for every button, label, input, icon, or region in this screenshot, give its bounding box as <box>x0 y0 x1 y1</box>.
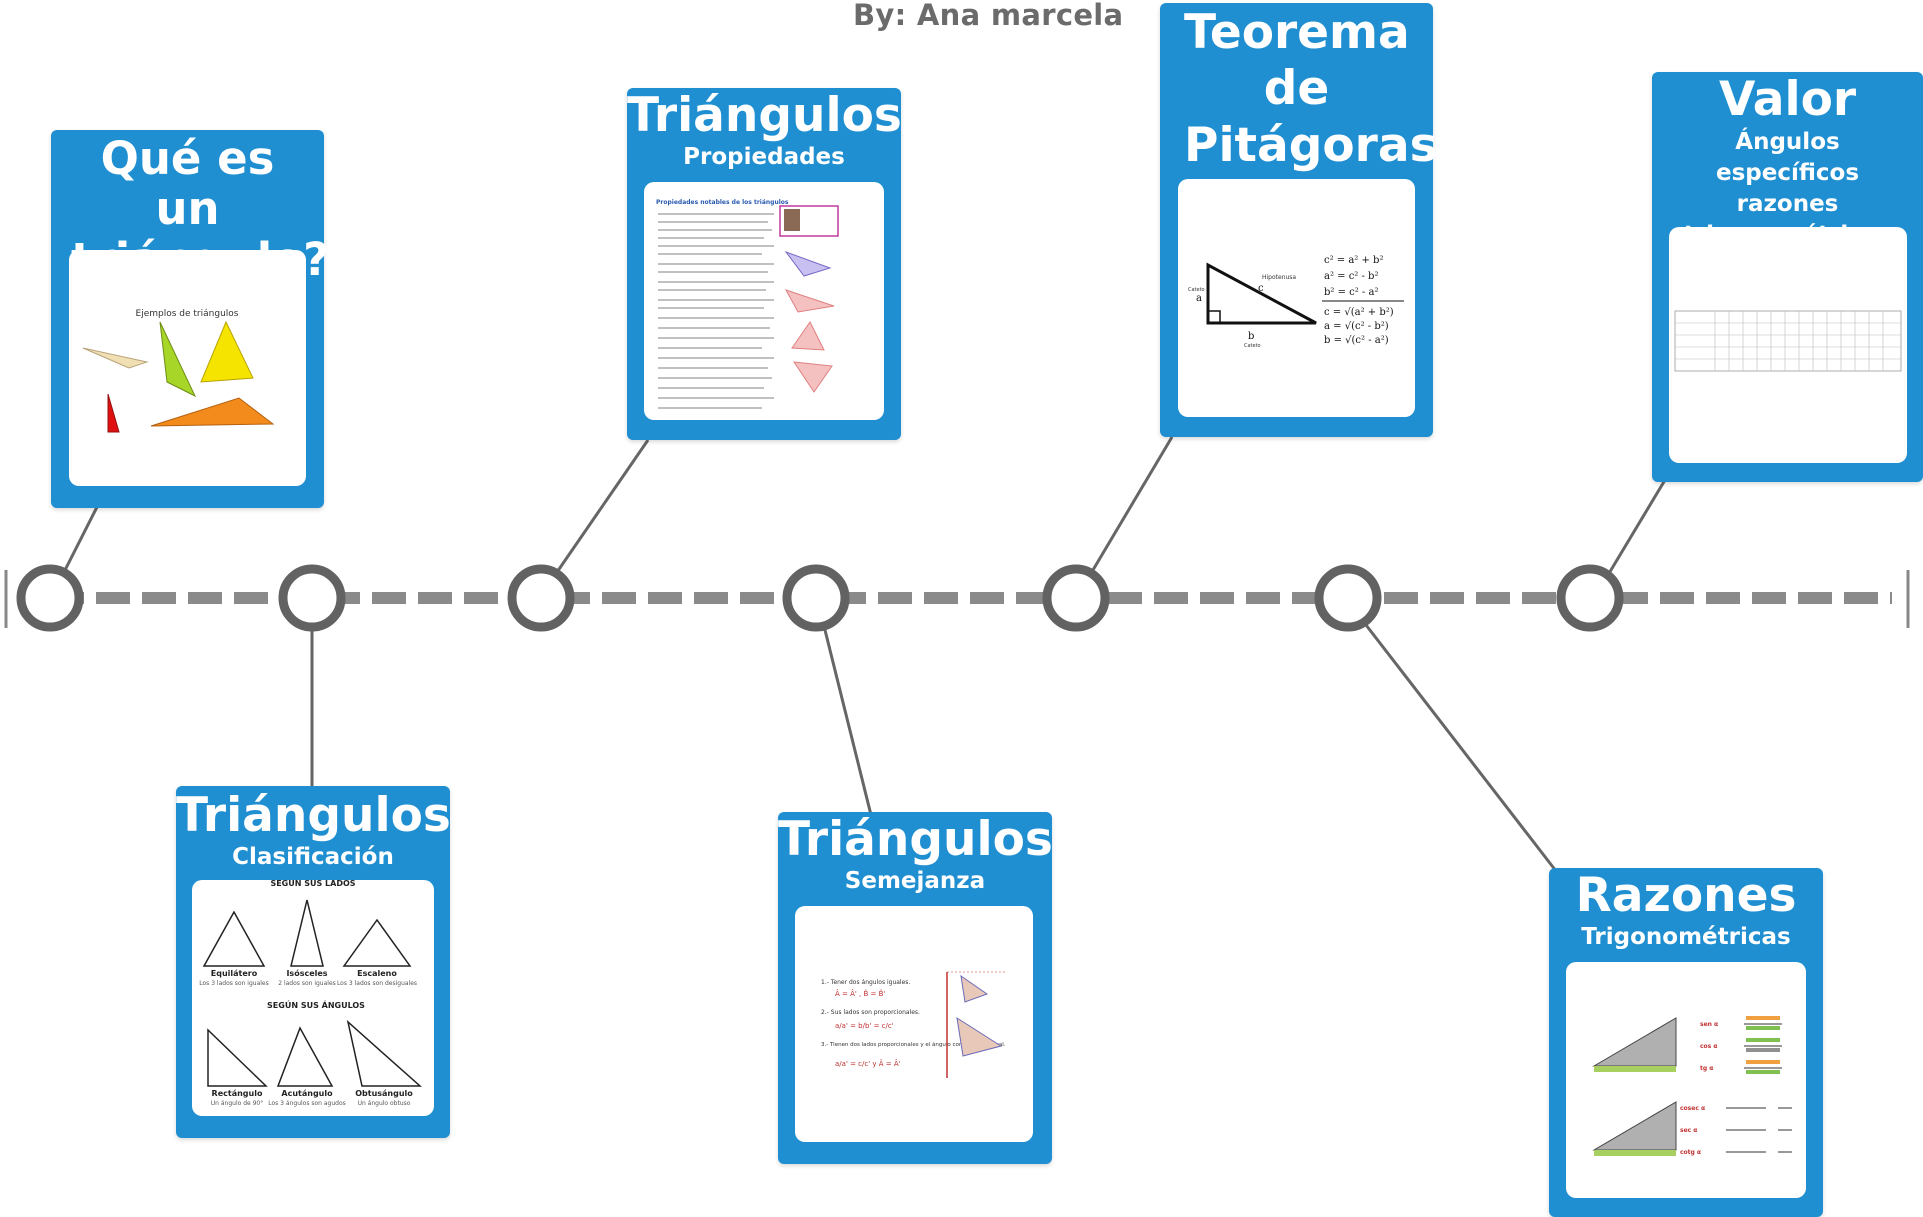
card-semejanza[interactable]: Triángulos Semejanza 1.- Tener dos ángul… <box>778 812 1053 1164</box>
svg-text:Equilátero: Equilátero <box>211 969 258 978</box>
svg-text:Isósceles: Isósceles <box>286 968 327 978</box>
card-image-angle-table <box>1669 227 1907 463</box>
card-title: Valor <box>1718 72 1857 127</box>
svg-text:Escaleno: Escaleno <box>357 969 397 978</box>
svg-text:Cateto: Cateto <box>1244 343 1261 349</box>
timeline-node-4[interactable] <box>782 564 850 632</box>
card-valor[interactable]: Valor Ángulos específicos razones trigon… <box>1652 72 1923 482</box>
timeline-nodes <box>16 564 1624 632</box>
card-subtitle: Semejanza <box>844 867 986 894</box>
card-que-es-triangulo[interactable]: Qué es un triángulo? Ejemplos de triángu… <box>51 130 329 508</box>
card-propiedades[interactable]: Triángulos Propiedades Propiedades notab… <box>627 88 902 440</box>
svg-text:cotg α: cotg α <box>1680 1149 1701 1156</box>
svg-text:Los 3 ángulos son agudos: Los 3 ángulos son agudos <box>268 1100 346 1107</box>
card-title: Triángulos <box>176 788 451 843</box>
connector-que-es <box>58 506 99 581</box>
card-image-trig-ratios: sen α cos α tg α cosec α sec α cotg α <box>1566 962 1806 1198</box>
card-image-triangle-examples: Ejemplos de triángulos <box>69 250 306 486</box>
timeline-node-2[interactable] <box>278 564 346 632</box>
card-subtitle: Trigonométricas <box>1581 923 1791 950</box>
connector-semejanza <box>822 625 873 816</box>
card-title: Triángulos <box>778 812 1053 867</box>
author-label: By: Ana marcela <box>853 0 1124 32</box>
svg-text:c = √(a² + b²): c = √(a² + b²) <box>1324 307 1394 318</box>
svg-text:Un ángulo obtuso: Un ángulo obtuso <box>358 1100 411 1107</box>
card-title: Triángulos <box>627 88 902 143</box>
card-razones[interactable]: Razones Trigonométricas sen α cos α tg α… <box>1549 868 1823 1217</box>
timeline-node-6[interactable] <box>1314 564 1382 632</box>
svg-text:2.- Sus lados son proporcional: 2.- Sus lados son proporcionales. <box>821 1009 920 1016</box>
card-title: Teorema de Pitágoras <box>1184 5 1438 173</box>
svg-text:1.- Tener dos ángulos iguales.: 1.- Tener dos ángulos iguales. <box>821 979 910 986</box>
svg-text:Â = Â' , B̂ = B̂': Â = Â' , B̂ = B̂' <box>835 989 885 998</box>
svg-text:Un ángulo de 90°: Un ángulo de 90° <box>211 1100 263 1107</box>
svg-text:a: a <box>1196 293 1202 304</box>
svg-text:Acutángulo: Acutángulo <box>281 1089 333 1098</box>
svg-text:tg α: tg α <box>1700 1065 1713 1072</box>
card-subtitle: Clasificación <box>232 843 394 870</box>
svg-text:c² = a² + b²: c² = a² + b² <box>1324 255 1383 266</box>
svg-text:a/a' = c/c' y Â = Â': a/a' = c/c' y Â = Â' <box>835 1059 901 1068</box>
timeline-node-5[interactable] <box>1042 564 1110 632</box>
card-image-classification: SEGÚN SUS LADOS Equilátero Isósceles Esc… <box>192 880 434 1116</box>
svg-text:SEGÚN SUS LADOS: SEGÚN SUS LADOS <box>270 880 355 888</box>
svg-text:a² = c² - b²: a² = c² - b² <box>1324 271 1378 282</box>
card-title: Razones <box>1575 868 1797 923</box>
svg-text:a/a' = b/b' = c/c': a/a' = b/b' = c/c' <box>835 1022 894 1030</box>
card-subtitle: Propiedades <box>683 143 845 170</box>
svg-text:sec α: sec α <box>1680 1127 1697 1134</box>
connector-propiedades <box>553 439 650 576</box>
timeline-node-1[interactable] <box>16 564 84 632</box>
connectors <box>58 436 1667 872</box>
svg-text:Los 3 lados son desiguales: Los 3 lados son desiguales <box>337 980 417 987</box>
svg-text:b = √(c² - a²): b = √(c² - a²) <box>1324 335 1389 346</box>
card-clasificacion[interactable]: Triángulos Clasificación SEGÚN SUS LADOS… <box>176 786 451 1138</box>
svg-text:2 lados son iguales: 2 lados son iguales <box>278 980 336 987</box>
connector-valor <box>1606 479 1667 576</box>
svg-text:sen α: sen α <box>1700 1021 1718 1028</box>
card-image-similarity: 1.- Tener dos ángulos iguales. Â = Â' , … <box>795 906 1033 1142</box>
card-image-properties: Propiedades notables de los triángulos <box>644 182 884 420</box>
svg-text:Obtusángulo: Obtusángulo <box>355 1089 413 1098</box>
connector-pitagoras <box>1088 436 1174 576</box>
svg-text:a = √(c² - b²): a = √(c² - b²) <box>1324 321 1389 332</box>
svg-text:b: b <box>1248 331 1254 342</box>
card-pitagoras[interactable]: Teorema de Pitágoras Hipotenusa c Cateto… <box>1160 3 1438 437</box>
svg-text:cos α: cos α <box>1700 1043 1717 1050</box>
svg-text:Hipotenusa: Hipotenusa <box>1262 274 1296 281</box>
card-image-pythagoras: Hipotenusa c Cateto a b Cateto c² = a² +… <box>1178 179 1415 417</box>
timeline-node-7[interactable] <box>1556 564 1624 632</box>
svg-text:Cateto: Cateto <box>1188 287 1205 293</box>
svg-text:c: c <box>1258 283 1264 294</box>
svg-text:Rectángulo: Rectángulo <box>212 1089 263 1098</box>
image-caption: Ejemplos de triángulos <box>136 309 239 319</box>
timeline-node-3[interactable] <box>507 564 575 632</box>
svg-text:b² = c² - a²: b² = c² - a² <box>1324 287 1378 298</box>
svg-text:3.- Tienen dos lados proporcio: 3.- Tienen dos lados proporcionales y el… <box>821 1041 1006 1048</box>
connector-razones <box>1364 624 1558 872</box>
svg-text:Los 3 lados son iguales: Los 3 lados son iguales <box>199 980 268 987</box>
svg-text:Propiedades notables de los tr: Propiedades notables de los triángulos <box>656 199 789 206</box>
svg-text:cosec α: cosec α <box>1680 1105 1705 1112</box>
svg-text:SEGÚN SUS ÁNGULOS: SEGÚN SUS ÁNGULOS <box>267 999 365 1010</box>
